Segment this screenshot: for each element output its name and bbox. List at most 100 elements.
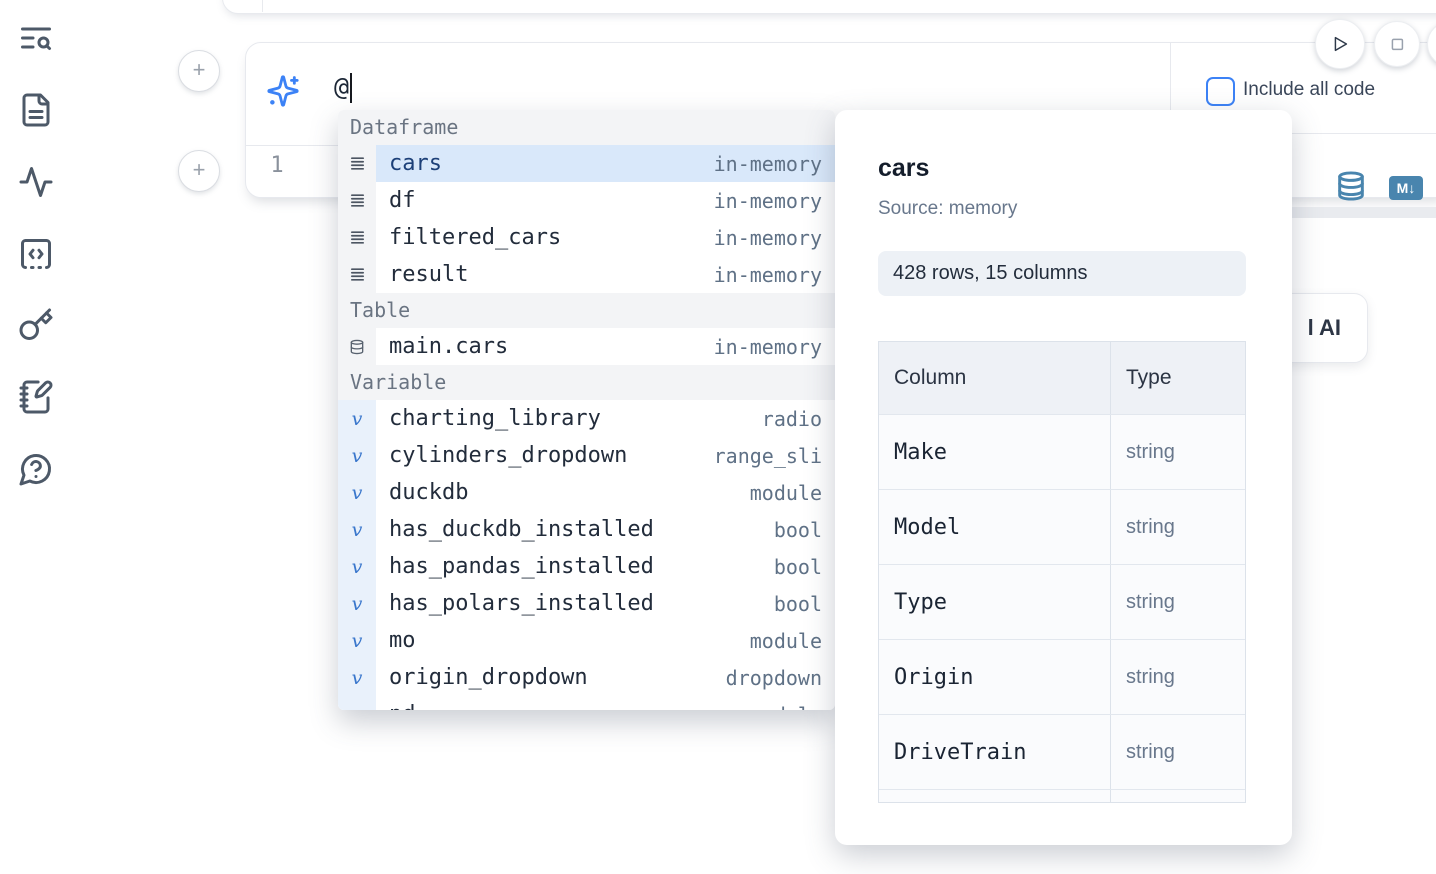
datasource-button[interactable] xyxy=(1335,170,1367,202)
column-header: Column xyxy=(879,342,1111,414)
autocomplete-item-mo[interactable]: v mo module xyxy=(338,622,835,659)
item-name: result xyxy=(389,262,469,287)
run-cell-button[interactable] xyxy=(1315,19,1365,69)
preview-source: Source: memory xyxy=(878,198,1018,219)
column-type: string xyxy=(1126,515,1175,538)
table-row: DriveTrain string xyxy=(879,714,1245,789)
autocomplete-item-df[interactable]: df in-memory xyxy=(338,182,835,219)
ai-prompt-input[interactable]: @ xyxy=(334,72,353,103)
item-type: module xyxy=(749,628,822,653)
column-type: string xyxy=(1126,665,1175,688)
item-name: has_polars_installed xyxy=(389,591,654,616)
sidebar-item-tracing[interactable] xyxy=(18,164,54,200)
item-type: radio xyxy=(761,406,822,431)
dataframe-icon xyxy=(338,145,376,182)
sidebar-item-files[interactable] xyxy=(18,92,54,128)
item-type: bool xyxy=(773,591,822,616)
key-icon xyxy=(18,307,54,343)
sidebar-item-dependencies[interactable] xyxy=(18,236,54,272)
column-name: DriveTrain xyxy=(894,739,1027,765)
item-name: filtered_cars xyxy=(389,225,562,250)
table-row: Type string xyxy=(879,564,1245,639)
column-type: string xyxy=(1126,590,1175,613)
autocomplete-item-pd[interactable]: v pdmodule xyxy=(338,696,835,710)
item-name: cylinders_dropdown xyxy=(389,443,628,468)
column-name: Model xyxy=(894,514,961,540)
cell-divider-vertical xyxy=(1170,43,1171,133)
code-cell-icon xyxy=(18,236,54,272)
autocomplete-item-has-polars-installed[interactable]: v has_polars_installed bool xyxy=(338,585,835,622)
section-header-table: Table xyxy=(338,293,835,328)
autocomplete-item-has-duckdb-installed[interactable]: v has_duckdb_installed bool xyxy=(338,511,835,548)
previous-cell-divider xyxy=(262,0,263,12)
include-all-code-checkbox[interactable] xyxy=(1206,77,1235,106)
variable-icon: v xyxy=(338,585,376,622)
sidebar-item-scratchpad[interactable] xyxy=(18,379,54,415)
line-number: 1 xyxy=(270,153,284,178)
add-cell-above-button[interactable]: + xyxy=(178,50,220,92)
item-type: range_sli xyxy=(713,443,822,468)
sidebar-item-help[interactable] xyxy=(18,451,54,487)
item-name: has_pandas_installed xyxy=(389,554,654,579)
database-icon xyxy=(1335,170,1367,202)
table-row: Make string xyxy=(879,414,1245,489)
previous-cell-edge xyxy=(222,0,1436,14)
item-name: has_duckdb_installed xyxy=(389,517,654,542)
dataframe-icon xyxy=(338,256,376,293)
output-separator xyxy=(1292,207,1436,218)
column-type: string xyxy=(1126,740,1175,763)
variable-icon: v xyxy=(338,511,376,548)
activity-icon xyxy=(18,164,54,200)
autocomplete-item-result[interactable]: result in-memory xyxy=(338,256,835,293)
variable-icon: v xyxy=(338,622,376,659)
column-name: Origin xyxy=(894,664,974,690)
sidebar-item-table-of-contents[interactable] xyxy=(18,20,54,56)
item-type: in-memory xyxy=(713,334,822,359)
section-header-variable: Variable xyxy=(338,365,835,400)
item-type: bool xyxy=(773,517,822,542)
item-name: mo xyxy=(389,628,416,653)
variable-icon: v xyxy=(338,474,376,511)
schema-header-row: Column Type xyxy=(879,342,1245,414)
table-row: Model string xyxy=(879,489,1245,564)
column-name: Type xyxy=(894,589,947,615)
variable-icon: v xyxy=(338,548,376,585)
schema-table: Column Type Make string Model string Typ… xyxy=(878,341,1246,803)
sidebar-item-secrets[interactable] xyxy=(18,307,54,343)
dataframe-icon xyxy=(338,219,376,256)
autocomplete-item-main-cars[interactable]: main.cars in-memory xyxy=(338,328,835,365)
item-type: in-memory xyxy=(713,151,822,176)
preview-shape-badge: 428 rows, 15 columns xyxy=(878,251,1246,296)
cell-divider-horizontal-right xyxy=(1170,133,1436,134)
dataframe-icon xyxy=(338,182,376,219)
item-name: df xyxy=(389,188,416,213)
prompt-text: @ xyxy=(334,72,350,101)
item-name: cars xyxy=(389,151,442,176)
item-type: in-memory xyxy=(713,188,822,213)
add-cell-below-button[interactable]: + xyxy=(178,150,220,192)
autocomplete-item-cylinders-dropdown[interactable]: v cylinders_dropdown range_sli xyxy=(338,437,835,474)
item-type: module xyxy=(750,703,822,711)
text-search-icon xyxy=(18,20,54,56)
dataframe-preview-panel: cars Source: memory 428 rows, 15 columns… xyxy=(835,110,1292,845)
item-name: main.cars xyxy=(389,334,509,359)
column-name: Make xyxy=(894,439,947,465)
text-cursor xyxy=(350,73,353,103)
variable-icon: v xyxy=(338,400,376,437)
scratchpad-icon xyxy=(18,379,54,415)
table-row-partial xyxy=(879,789,1245,802)
variable-icon: v xyxy=(338,437,376,474)
item-name: origin_dropdown xyxy=(389,665,588,690)
item-type: in-memory xyxy=(713,262,822,287)
ai-sparkle-icon xyxy=(266,74,300,108)
stop-button[interactable] xyxy=(1374,21,1420,67)
file-document-icon xyxy=(18,92,54,128)
markdown-export-button[interactable]: M↓ xyxy=(1389,176,1423,200)
autocomplete-item-cars[interactable]: cars in-memory xyxy=(338,145,835,182)
